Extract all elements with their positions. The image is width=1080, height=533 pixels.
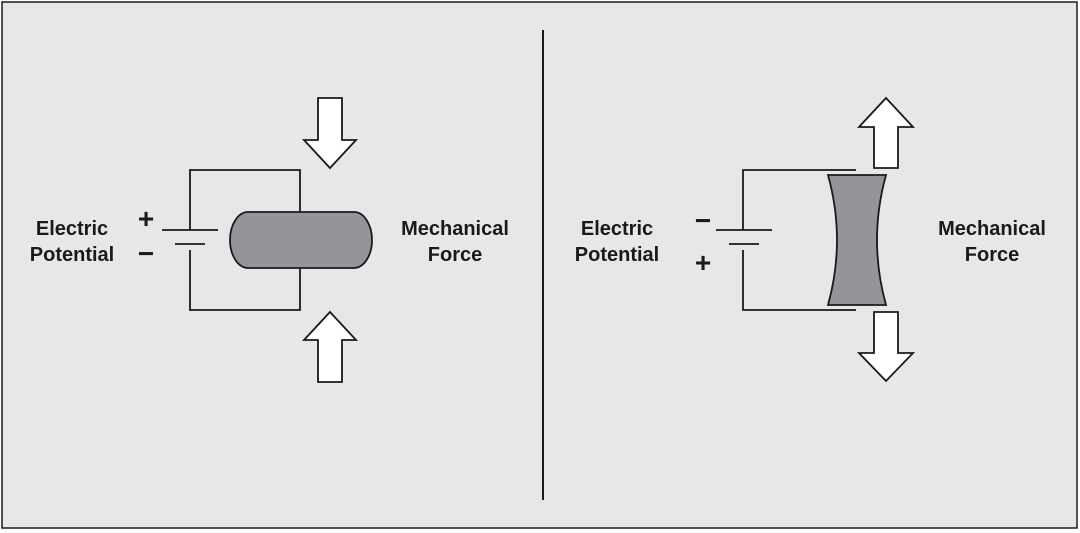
left-up-arrow-icon (301, 310, 359, 383)
right-top-sign: − (695, 205, 711, 236)
left-electric-label-line1: Electric (36, 218, 108, 240)
left-bottom-sign: − (138, 238, 154, 269)
left-electric-label-line2: Potential (30, 244, 114, 266)
right-bottom-sign: + (695, 247, 711, 278)
left-panel: + − Electric Potential Mechanical Force (30, 97, 509, 383)
right-mechanical-label-line1: Mechanical (938, 218, 1046, 240)
right-panel: − + Electric Potential Mechanical Force (575, 96, 1046, 383)
left-mechanical-label-line2: Force (428, 244, 482, 266)
right-up-arrow-icon (856, 96, 916, 169)
left-down-arrow-icon (301, 97, 359, 170)
left-wire-bottom (189, 250, 301, 311)
right-electric-label-line1: Electric (581, 218, 653, 240)
right-mechanical-label-line2: Force (965, 244, 1019, 266)
left-piezo-element (229, 211, 373, 269)
right-wire-bottom (742, 250, 856, 311)
left-top-sign: + (138, 203, 154, 234)
left-mechanical-label-line1: Mechanical (401, 218, 509, 240)
right-electric-label-line2: Potential (575, 244, 659, 266)
left-wire-top (189, 169, 301, 230)
right-wire-top (742, 169, 856, 230)
right-piezo-element (826, 174, 888, 306)
right-down-arrow-icon (856, 311, 916, 383)
